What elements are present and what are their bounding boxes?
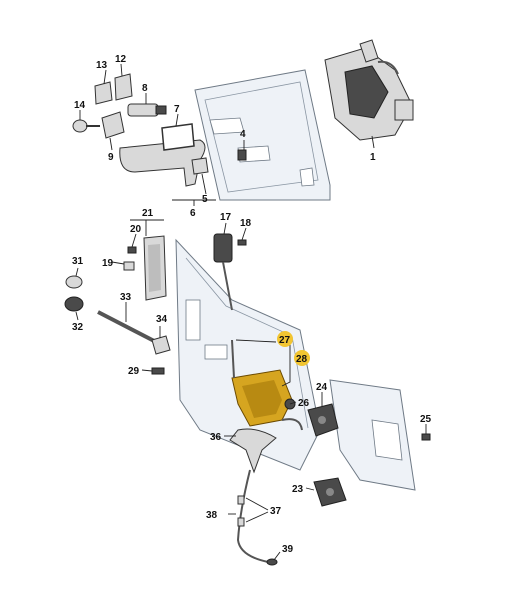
callout-37: 37 <box>270 506 282 517</box>
cylinder-8 <box>127 103 159 117</box>
bracket-9 <box>101 111 125 139</box>
fork-36 <box>229 428 277 474</box>
cable-38 <box>236 469 278 566</box>
callout-1: 1 <box>370 152 376 163</box>
cap-13 <box>94 81 113 105</box>
callout-9: 9 <box>108 152 114 163</box>
interior-handle-21 <box>143 235 167 301</box>
rear-lock-unit <box>324 39 414 141</box>
cover-5 <box>191 157 209 175</box>
callout-39: 39 <box>282 544 294 555</box>
callout-24: 24 <box>316 382 328 393</box>
small-fasteners <box>64 239 431 441</box>
callout-38: 38 <box>206 510 218 521</box>
callout-13: 13 <box>96 60 108 71</box>
outer-handle <box>119 139 206 187</box>
callout-28-highlighted: 28 <box>294 350 310 366</box>
callout-33: 33 <box>120 292 132 303</box>
cap-12 <box>114 73 133 101</box>
callout-23: 23 <box>292 484 304 495</box>
callout-18: 18 <box>240 218 252 229</box>
callout-14: 14 <box>74 100 86 111</box>
callout-29: 29 <box>128 366 140 377</box>
callout-17: 17 <box>220 212 232 223</box>
callout-19: 19 <box>102 258 114 269</box>
door-lock-assembly <box>231 339 303 431</box>
callout-12: 12 <box>115 54 127 65</box>
callout-36: 36 <box>210 432 222 443</box>
lock-button-17 <box>213 233 233 311</box>
highlight-badge-28 <box>294 350 310 366</box>
upper-door-panel <box>194 69 331 201</box>
callout-4: 4 <box>240 129 246 140</box>
highlight-badge-27 <box>277 331 293 347</box>
callout-labels: 1 4 5 6 7 8 9 12 13 14 17 18 19 20 21 23… <box>72 54 432 555</box>
key-14 <box>72 119 88 133</box>
striker-24 <box>307 403 339 437</box>
right-body-panel <box>329 379 416 491</box>
callout-5: 5 <box>202 194 208 205</box>
catch-23 <box>313 477 347 507</box>
callout-27: 27 <box>279 335 291 346</box>
callout-6: 6 <box>190 208 196 219</box>
callout-32: 32 <box>72 322 84 333</box>
leader-lines <box>75 63 427 561</box>
callout-31: 31 <box>72 256 84 267</box>
gasket-7 <box>161 123 195 151</box>
callout-8: 8 <box>142 83 148 94</box>
callout-28: 28 <box>296 354 308 365</box>
callout-34: 34 <box>156 314 168 325</box>
callout-7: 7 <box>174 104 180 115</box>
callout-26: 26 <box>298 398 310 409</box>
callout-25: 25 <box>420 414 432 425</box>
callout-20: 20 <box>130 224 142 235</box>
callout-21: 21 <box>142 208 154 219</box>
screw-4 <box>237 149 247 161</box>
callout-27-highlighted: 27 <box>277 331 293 347</box>
